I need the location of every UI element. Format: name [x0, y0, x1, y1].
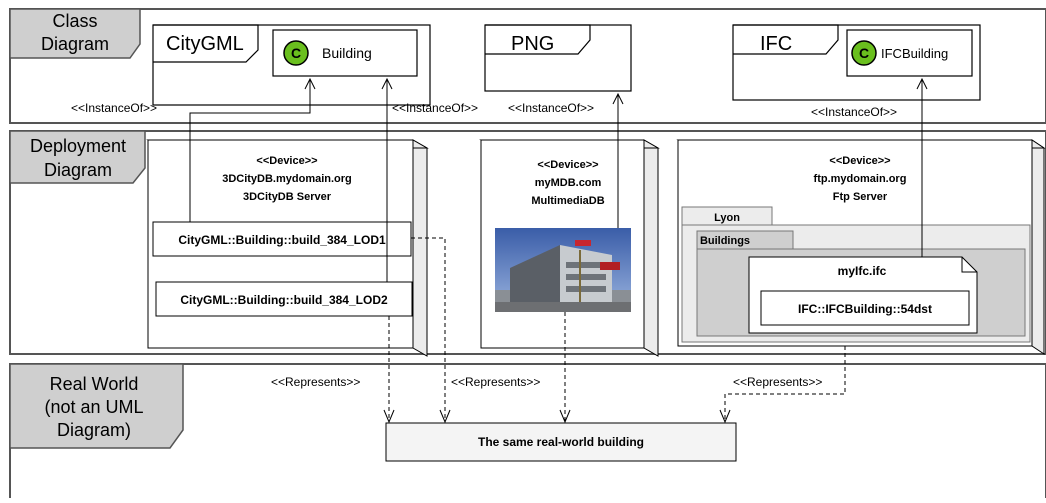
folder-buildings-label: Buildings	[700, 235, 750, 247]
represents-label: <<Represents>>	[271, 375, 360, 389]
instanceof-lod2-to-building	[381, 77, 393, 282]
artifact-ifc-object-label: IFC::IFCBuilding::54dst	[798, 302, 932, 316]
deployment-tab-line1: Deployment	[30, 136, 126, 156]
instanceof-lod1-to-building	[189, 77, 316, 222]
represents-lod2	[383, 316, 395, 424]
instanceof-label: <<InstanceOf>>	[508, 101, 594, 115]
class-icon-glyph: C	[291, 45, 301, 61]
class-icon	[851, 40, 877, 66]
class-tab-line2: Diagram	[41, 34, 109, 54]
device-type: MultimediaDB	[531, 195, 604, 207]
instanceof-label: <<InstanceOf>>	[811, 105, 897, 119]
device-stereotype: <<Device>>	[829, 155, 890, 167]
represents-ifc	[719, 346, 846, 424]
package-png-label: PNG	[511, 33, 554, 55]
device-stereotype: <<Device>>	[537, 159, 598, 171]
device-type: 3DCityDB Server	[243, 191, 332, 203]
instanceof-label: <<InstanceOf>>	[71, 101, 157, 115]
class-ifcbuilding-name: IFCBuilding	[881, 46, 948, 61]
class-building-name: Building	[322, 45, 372, 61]
artifact-ifc-file-label: myIfc.ifc	[838, 264, 887, 278]
deployment-diagram-frame	[9, 130, 1046, 355]
represents-label: <<Represents>>	[451, 375, 540, 389]
instanceof-label: <<InstanceOf>>	[392, 101, 478, 115]
device-type: Ftp Server	[833, 191, 888, 203]
class-diagram-frame	[9, 8, 1046, 124]
instanceof-photo-to-png	[612, 92, 624, 228]
device-stereotype: <<Device>>	[256, 155, 317, 167]
artifact-lod2-label: CityGML::Building::build_384_LOD2	[180, 293, 388, 307]
deployment-diagram-tab: Deployment Diagram	[9, 130, 146, 184]
folder-lyon-label: Lyon	[714, 212, 740, 224]
class-ifcbuilding: C IFCBuilding	[846, 29, 973, 77]
real-tab-line1: Real World	[50, 374, 139, 394]
artifact-lod2: CityGML::Building::build_384_LOD2	[155, 281, 413, 317]
real-tab-line2: (not an UML	[44, 397, 143, 417]
class-tab-line1: Class	[52, 11, 97, 31]
device-name: ftp.mydomain.org	[814, 173, 907, 185]
class-building: C Building	[272, 29, 418, 77]
represents-photo	[559, 312, 571, 424]
instanceof-ifc-to-ifcbuilding	[916, 77, 928, 257]
real-world-building-label: The same real-world building	[478, 435, 644, 449]
building-photo	[495, 228, 631, 312]
class-icon	[283, 40, 309, 66]
device-name: myMDB.com	[535, 177, 602, 189]
deployment-tab-line2: Diagram	[44, 160, 112, 180]
artifact-lod1-label: CityGML::Building::build_384_LOD1	[178, 233, 386, 247]
package-png: PNG	[484, 24, 632, 92]
real-tab-line3: Diagram)	[57, 420, 131, 440]
package-ifc-label: IFC	[760, 33, 792, 55]
real-world-tab: Real World (not an UML Diagram)	[9, 363, 184, 449]
artifact-lod1: CityGML::Building::build_384_LOD1	[152, 221, 412, 257]
class-diagram-tab: Class Diagram	[9, 8, 141, 59]
class-icon-glyph: C	[859, 45, 869, 61]
represents-lod1	[411, 237, 451, 424]
device-name: 3DCityDB.mydomain.org	[222, 173, 352, 185]
artifact-ifc-file: myIfc.ifc IFC::IFCBuilding::54dst	[748, 256, 978, 334]
package-citygml-label: CityGML	[166, 33, 244, 55]
represents-label: <<Represents>>	[733, 375, 822, 389]
real-world-building: The same real-world building	[385, 422, 737, 462]
